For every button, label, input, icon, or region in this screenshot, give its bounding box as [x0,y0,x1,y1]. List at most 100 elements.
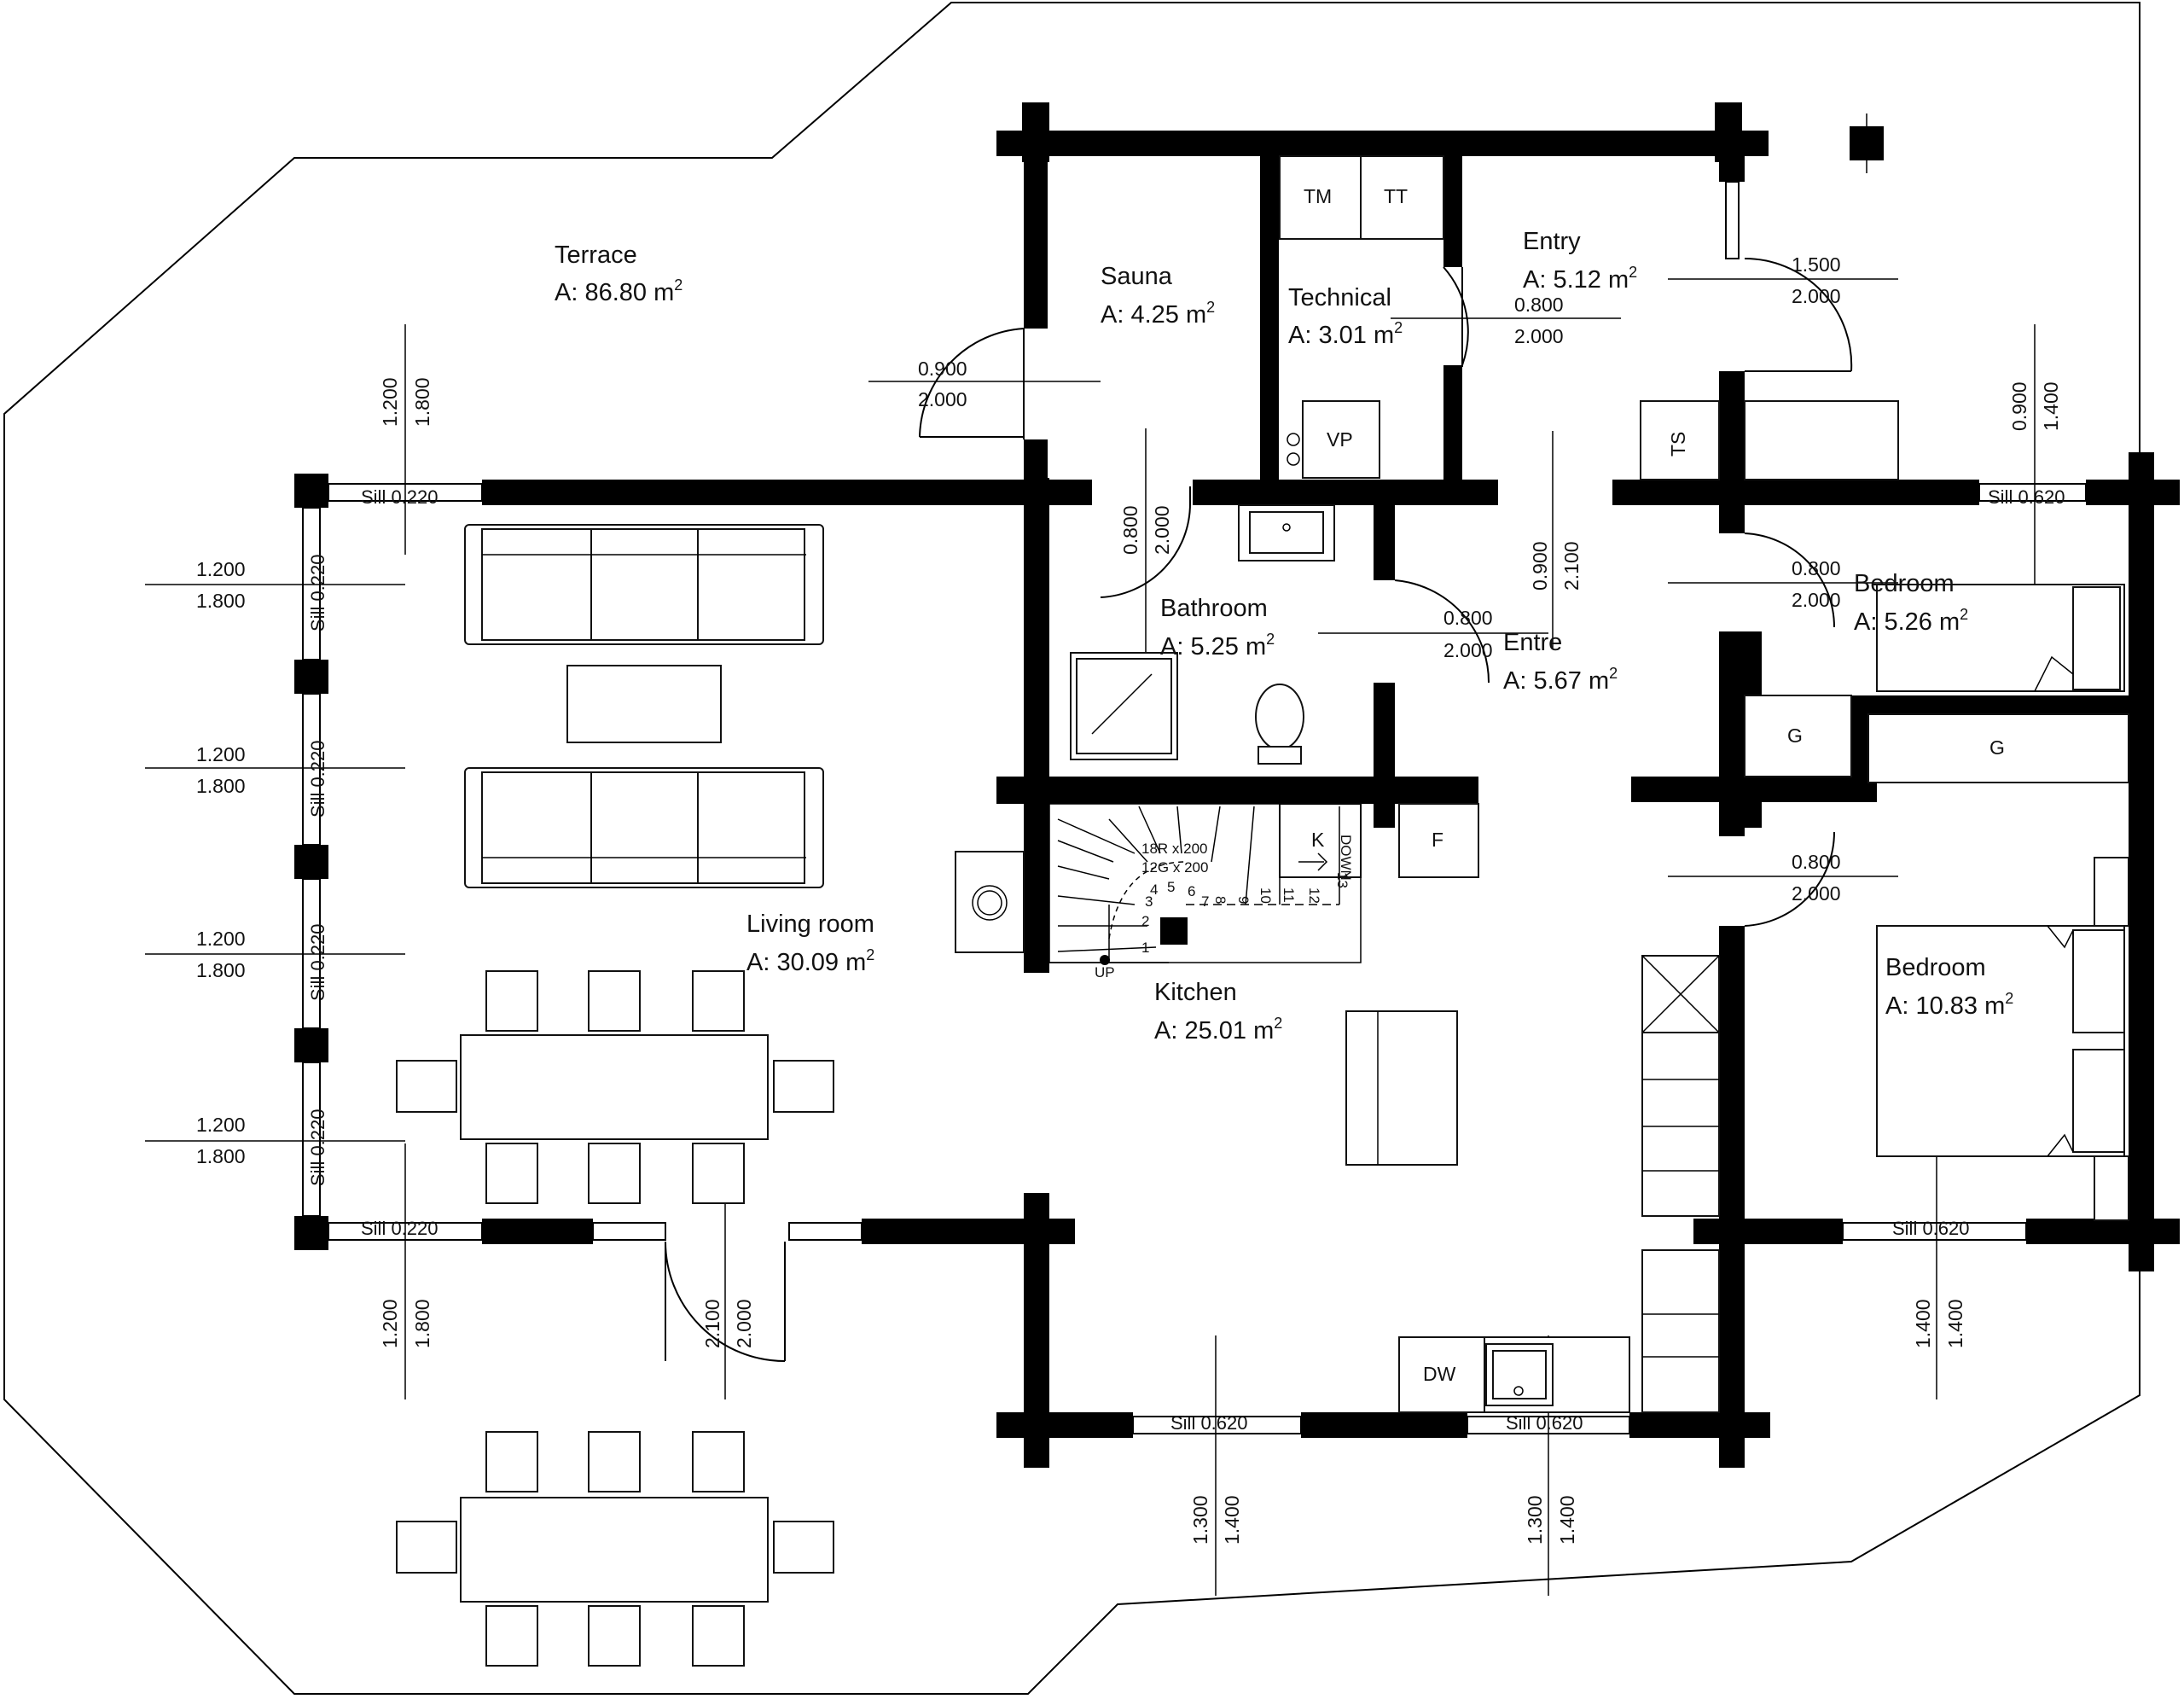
dim-entry-door-w: 1.500 [1792,253,1841,276]
dim-bed2-win-h: 1.400 [1944,1299,1966,1348]
dim-tech-door-h: 2.000 [1514,325,1564,347]
dim-entry-door-h: 2.000 [1792,285,1841,307]
stair-step-8: 8 [1212,896,1228,904]
dim-left-win4-w: 1.200 [196,1114,246,1136]
staircase [1048,803,1362,965]
fixture-vp: VP [1327,428,1353,451]
bedroom1-name: Bedroom [1854,570,1955,597]
sill-kitchen-1: Sill 0.620 [1170,1412,1248,1434]
dim-terrace-win-h: 1.800 [411,377,433,427]
stair-step-4: 4 [1150,882,1158,898]
stair-step-2: 2 [1141,913,1149,929]
fixture-dw: DW [1423,1363,1456,1385]
fixture-f: F [1432,829,1443,851]
dim-sauna-door-h: 2.000 [918,388,967,410]
stair-up: UP [1095,964,1115,980]
stair-step-10: 10 [1258,887,1274,904]
kitchen-area: A: 25.01 m2 [1154,1015,1282,1044]
bedroom1-area: A: 5.26 m2 [1854,606,1968,636]
stair-down: DOWN [1338,835,1354,881]
dim-bath-door-h: 2.000 [1151,505,1173,555]
dim-entre-w: 0.900 [1529,541,1551,591]
dim-bath-door2-h: 2.000 [1443,639,1493,661]
dim-sauna-door-w: 0.900 [918,358,967,380]
stair-goings: 12G x 200 [1141,859,1208,876]
dim-living-bottom-win-h: 1.800 [411,1299,433,1348]
sill-left-3: Sill 0.220 [307,923,328,1001]
living-room-area: A: 30.09 m2 [746,946,874,976]
entry-area: A: 5.12 m2 [1523,264,1637,294]
dim-left-win4-h: 1.800 [196,1145,246,1167]
entre-area: A: 5.67 m2 [1503,665,1618,695]
sill-left-4: Sill 0.220 [307,1108,328,1186]
fixture-g2: G [1989,736,2005,759]
stair-step-3: 3 [1145,893,1153,910]
dim-kitchen-win2-h: 1.400 [1556,1495,1578,1545]
dimension-lines [145,278,2036,1596]
living-room-name: Living room [746,911,874,938]
sill-bottom-left: Sill 0.220 [361,1218,439,1239]
dim-bath-door2-w: 0.800 [1443,607,1493,629]
dim-bed1-win-w: 0.900 [2008,381,2030,431]
technical-name: Technical [1288,284,1391,311]
dim-left-win3-h: 1.800 [196,959,246,981]
stair-step-5: 5 [1167,879,1175,895]
bathroom-area: A: 5.25 m2 [1160,631,1275,660]
stair-step-7: 7 [1201,893,1209,910]
sill-bedroom1: Sill 0.620 [1988,486,2065,508]
dim-kitchen-win2-w: 1.300 [1524,1495,1546,1545]
terrace-name: Terrace [555,241,637,269]
dim-left-win2-h: 1.800 [196,775,246,797]
bathroom-name: Bathroom [1160,595,1268,622]
dim-bed2-door-h: 2.000 [1792,882,1841,905]
dim-living-bottom-win-w: 1.200 [379,1299,401,1348]
sauna-area: A: 4.25 m2 [1101,299,1215,329]
sill-left-1: Sill 0.220 [307,554,328,631]
dim-kitchen-win1-h: 1.400 [1221,1495,1243,1545]
stair-step-6: 6 [1188,883,1195,899]
sill-labels: Sill 0.220 Sill 0.220 Sill 0.220 Sill 0.… [307,486,2065,1434]
fixture-k: K [1311,829,1325,851]
fixture-ts: TS [1667,432,1689,457]
technical-area: A: 3.01 m2 [1288,319,1403,349]
kitchen-name: Kitchen [1154,979,1237,1006]
stair-risers: 18R x 200 [1141,841,1208,857]
sauna-name: Sauna [1101,263,1173,290]
dim-bed1-door-h: 2.000 [1792,589,1841,611]
dim-bed1-win-h: 1.400 [2040,381,2062,431]
dim-living-door-w: 2.100 [701,1299,723,1348]
dim-bath-door-w: 0.800 [1119,505,1141,555]
sill-top-left: Sill 0.220 [361,486,439,508]
sill-bedroom2: Sill 0.620 [1892,1218,1970,1239]
fixture-tt: TT [1384,185,1408,207]
walls [294,102,2180,1468]
dim-entre-h: 2.100 [1560,541,1583,591]
dim-left-win1-h: 1.800 [196,590,246,612]
bedroom2-area: A: 10.83 m2 [1885,990,2013,1020]
dim-bed2-win-w: 1.400 [1912,1299,1934,1348]
door-swings [665,257,1853,1362]
fixture-g1: G [1787,724,1803,747]
stair-step-12: 12 [1306,887,1322,904]
dim-tech-door-w: 0.800 [1514,294,1564,316]
dim-bed2-door-w: 0.800 [1792,851,1841,873]
dimension-labels: 0.900 2.000 0.800 2.000 1.500 2.000 0.80… [196,253,2062,1545]
furniture [396,155,2129,1667]
dim-living-door-h: 2.000 [733,1299,755,1348]
dim-left-win3-w: 1.200 [196,928,246,950]
stair-step-1: 1 [1141,940,1149,956]
entry-name: Entry [1523,228,1581,255]
stair-step-11: 11 [1281,887,1297,903]
entre-name: Entre [1503,629,1562,656]
fixture-labels: TM TT VP TS G G K F DW [1304,185,2005,1385]
dim-bed1-door-w: 0.800 [1792,557,1841,579]
stair-step-9: 9 [1235,896,1252,904]
dim-left-win2-w: 1.200 [196,743,246,765]
bedroom2-name: Bedroom [1885,954,1986,981]
sill-kitchen-2: Sill 0.620 [1506,1412,1583,1434]
room-labels: Terrace A: 86.80 m2 Sauna A: 4.25 m2 Tec… [555,228,2013,1044]
terrace-area: A: 86.80 m2 [555,276,682,306]
dim-terrace-win-w: 1.200 [379,377,401,427]
stair-labels: 18R x 200 12G x 200 UP DOWN 1 2 3 4 5 6 … [1095,835,1354,980]
